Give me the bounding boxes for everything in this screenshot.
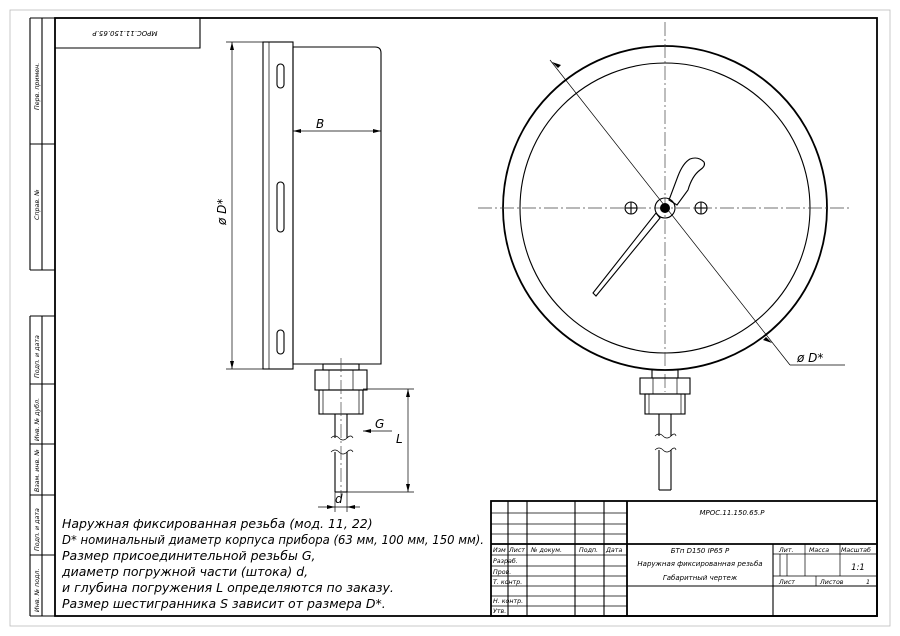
dim-b: B — [292, 47, 382, 140]
stamp-sheet: Лист — [778, 579, 795, 586]
corner-code: МРОС.11.150.65.Р — [92, 29, 158, 37]
stamp-col-doc: № докум. — [530, 547, 562, 554]
margin-inv-podl: Инв. № подл. — [34, 569, 41, 612]
dim-g-label: G — [375, 417, 384, 431]
dim-d-right-label: ø D* — [796, 351, 823, 365]
margin-inv-dubl: Инв. № дубл. — [33, 398, 41, 441]
stamp-col-sign: Подп. — [579, 547, 598, 554]
stamp-scale: 1:1 — [851, 563, 865, 573]
stamp-row-nkontr: Н. контр. — [493, 598, 523, 605]
stamp-doc-type: Габаритный чертеж — [663, 574, 738, 582]
stamp-row-utv: Утв. — [493, 608, 506, 615]
margin-sprav: Справ. № — [34, 189, 41, 220]
margin-vzam-inv: Взам. инв. № — [34, 449, 41, 492]
note-line-6: Размер шестигранника S зависит от размер… — [62, 596, 386, 611]
stamp-masshtab: Масштаб — [841, 546, 871, 554]
notes-block: Наружная фиксированная резьба (мод. 11, … — [61, 516, 484, 611]
dim-d-small-label: d — [335, 492, 343, 506]
stamp-name-line-1: БТп D150 IP65 Р — [671, 547, 730, 555]
dim-d-left: ø D* — [215, 41, 263, 370]
margin-perv: Перв. примен. — [34, 63, 41, 110]
stamp-row-prov: Пров. — [493, 569, 511, 576]
drawing-frame — [54, 17, 878, 617]
stamp-designation: МРОС.11.150.65.Р — [700, 509, 766, 517]
margin-podp-data-1: Подп. и дата — [34, 335, 41, 378]
stamp-col-list: Лист — [508, 547, 525, 554]
stamp-sheets-count: 1 — [866, 579, 870, 586]
dim-l: L — [347, 388, 414, 493]
stamp-sheets: Листов — [819, 579, 844, 586]
dim-b-label: B — [316, 117, 324, 131]
stamp-massa: Масса — [809, 547, 829, 554]
dim-d-left-label: ø D* — [215, 199, 229, 226]
note-line-1: Наружная фиксированная резьба (мод. 11, … — [62, 516, 373, 531]
note-line-2: D* номинальный диаметр корпуса прибора (… — [62, 532, 484, 547]
stamp-name-line-2: Наружная фиксированная резьба — [637, 560, 762, 568]
dim-l-label: L — [396, 432, 403, 446]
corner-code-box: МРОС.11.150.65.Р — [55, 18, 201, 49]
note-line-4: диаметр погружной части (штока) d, — [61, 564, 308, 579]
stamp-col-date: Дата — [605, 547, 622, 554]
title-block: МРОС.11.150.65.Р Изм Лист № докум. Подп.… — [490, 500, 878, 617]
front-view: ø D* — [478, 22, 852, 491]
stamp-col-izm: Изм — [493, 547, 506, 554]
left-margin-strip: Перв. примен. Справ. № Подп. и дата Инв.… — [29, 17, 55, 617]
dim-d-small: d — [318, 492, 360, 512]
note-line-5: и глубина погружения L определяются по з… — [62, 580, 394, 595]
stamp-row-razrab: Разраб. — [493, 557, 518, 565]
dim-g: G — [363, 417, 392, 433]
stamp-row-tkontr: Т. контр. — [493, 579, 522, 586]
stamp-lit: Лит. — [778, 547, 794, 554]
note-line-3: Размер присоединительной резьбы G, — [62, 548, 315, 563]
outer-sheet-border — [9, 9, 891, 627]
side-view — [262, 41, 382, 500]
margin-podp-data-2: Подп. и дата — [34, 508, 41, 551]
